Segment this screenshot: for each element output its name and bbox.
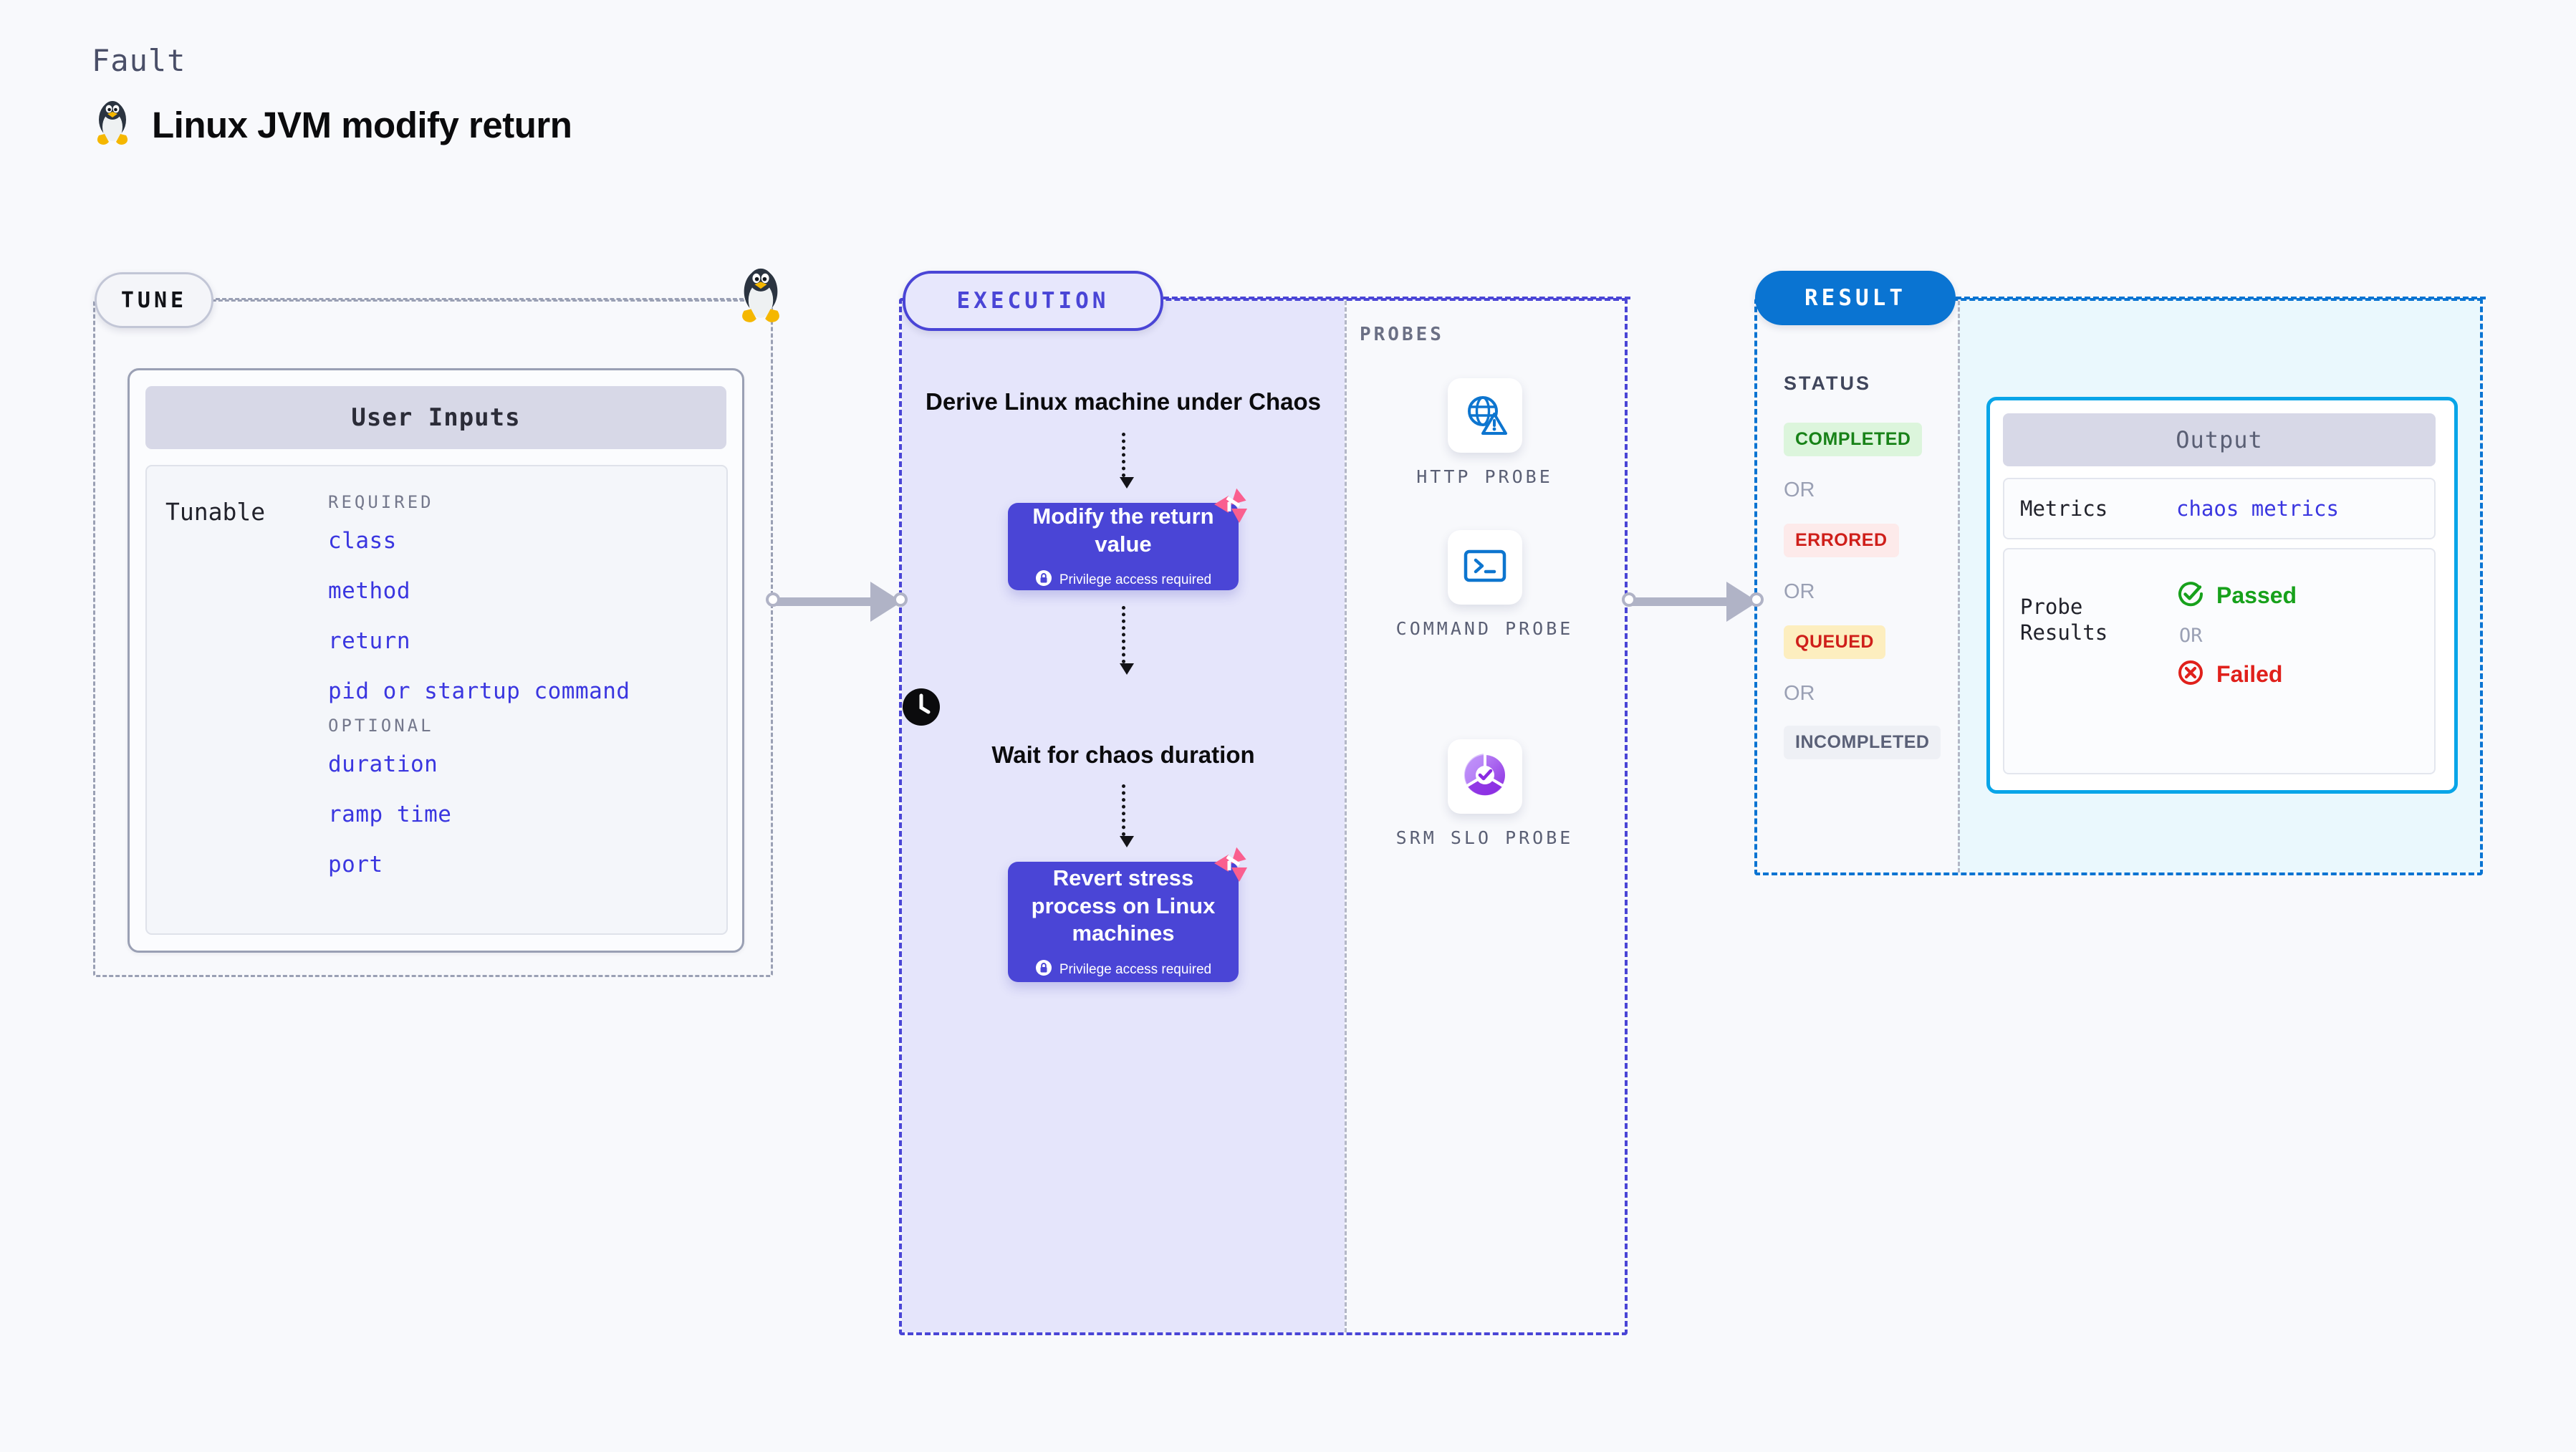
globe-warning-icon: [1463, 392, 1507, 440]
page-title: Linux JVM modify return: [152, 105, 572, 145]
probe-tile[interactable]: [1447, 530, 1522, 605]
execution-card-title-modify-return: Modify the return value: [1032, 503, 1214, 557]
litmus-chaos-icon: [1210, 486, 1251, 527]
probe-command[interactable]: COMMAND PROBE: [1345, 530, 1625, 641]
clock-icon: [902, 688, 1345, 730]
execution-card-title-revert-stress: Revert stress process on Linux machines: [1031, 865, 1216, 946]
status-panel-background: [1757, 301, 1958, 872]
privilege-note-modify-return: Privilege access required: [1059, 572, 1212, 587]
status-badge-errored: ERRORED: [1784, 524, 1899, 557]
metrics-value[interactable]: chaos metrics: [2176, 496, 2339, 521]
tunable-label: Tunable: [165, 498, 266, 526]
probe-result-or: OR: [2179, 625, 2203, 647]
probe-label-srm-slo: SRM SLO PROBE: [1395, 827, 1574, 848]
execution-step-wait-caption: Wait for chaos duration: [991, 741, 1255, 769]
metrics-row: Metrics chaos metrics: [2003, 478, 2436, 539]
probes-section-label: PROBES: [1360, 324, 1444, 345]
or-separator-3: OR: [1784, 682, 1815, 705]
connector-execution-to-result: [1620, 582, 1764, 622]
probe-result-failed-label: Failed: [2216, 661, 2283, 687]
tux-penguin-edge-icon: [734, 265, 787, 327]
output-card: Output Metrics chaos metrics Probe Resul…: [1986, 397, 2458, 794]
page-header: Fault Linux JVM modify return: [92, 43, 572, 152]
lock-icon: [1035, 569, 1052, 590]
tunable-panel: Tunable REQUIRED class method return pid…: [145, 465, 728, 935]
execution-step-derive-caption: Derive Linux machine under Chaos: [926, 388, 1321, 415]
status-badge-queued: QUEUED: [1784, 625, 1885, 659]
tunable-group-heading-optional: OPTIONAL: [328, 716, 434, 736]
connector-tune-to-execution: [764, 582, 908, 622]
probe-tile[interactable]: [1447, 378, 1522, 453]
probe-results-key: Probe Results: [2020, 595, 2108, 645]
probe-result-passed: Passed: [2176, 580, 2297, 612]
execution-action-card-modify-return[interactable]: Modify the return value Privilege access…: [1008, 489, 1247, 591]
probe-label-http: HTTP PROBE: [1416, 466, 1553, 487]
tunable-item-method[interactable]: method: [328, 578, 410, 604]
tune-top-dash: [209, 298, 769, 300]
or-separator-2: OR: [1784, 580, 1815, 603]
flow-arrow-1: [1120, 433, 1134, 489]
litmus-chaos-icon: [1210, 845, 1251, 886]
x-circle-icon: [2176, 658, 2205, 691]
lock-icon: [1035, 959, 1052, 980]
status-section-label: STATUS: [1784, 372, 1871, 394]
stage-badge-tune[interactable]: TUNE: [95, 272, 213, 328]
stage-badge-result[interactable]: RESULT: [1755, 271, 1956, 325]
flow-arrow-3: [1120, 784, 1134, 848]
tunable-item-class[interactable]: class: [328, 528, 397, 554]
probe-results-row: Probe Results Passed OR: [2003, 548, 2436, 774]
result-top-dash: [1956, 297, 2486, 299]
tune-stage-boundary: [93, 299, 773, 977]
check-circle-icon: [2176, 580, 2205, 612]
tunable-group-heading-required: REQUIRED: [328, 492, 434, 512]
probe-results-values: Passed OR Failed: [2176, 580, 2297, 691]
privilege-row: Privilege access required: [1035, 959, 1211, 980]
probe-result-failed: Failed: [2176, 658, 2297, 691]
probes-panel-background: [1345, 301, 1625, 1332]
tunable-list: REQUIRED class method return pid or star…: [328, 492, 715, 902]
or-separator-1: OR: [1784, 479, 1815, 501]
fault-kicker: Fault: [92, 43, 186, 78]
execution-top-dash: [1155, 297, 1630, 299]
probe-result-passed-label: Passed: [2216, 582, 2297, 608]
tux-penguin-icon: [92, 98, 133, 152]
probe-tile[interactable]: [1447, 739, 1522, 814]
fault-title-row: Linux JVM modify return: [92, 98, 572, 152]
execution-action-card-revert-stress[interactable]: Revert stress process on Linux machines …: [1008, 847, 1247, 983]
probe-label-command: COMMAND PROBE: [1395, 618, 1574, 639]
terminal-prompt-icon: [1463, 547, 1507, 588]
tunable-item-pid-or-startup-command[interactable]: pid or startup command: [328, 678, 630, 704]
tunable-item-return[interactable]: return: [328, 628, 410, 654]
user-inputs-title: User Inputs: [145, 386, 726, 449]
output-card-title: Output: [2003, 413, 2436, 466]
tunable-item-ramp-time[interactable]: ramp time: [328, 802, 452, 827]
stage-badge-execution[interactable]: EXECUTION: [903, 271, 1163, 331]
tunable-item-duration[interactable]: duration: [328, 751, 438, 777]
privilege-note-revert-stress: Privilege access required: [1059, 961, 1212, 977]
probe-http[interactable]: HTTP PROBE: [1345, 378, 1625, 489]
flow-arrow-2: [1120, 606, 1134, 675]
probe-srm-slo[interactable]: SRM SLO PROBE: [1345, 739, 1625, 850]
execution-step-wait: Wait for chaos duration: [902, 688, 1345, 770]
slo-donut-check-icon: [1461, 751, 1509, 802]
status-badge-incompleted: INCOMPLETED: [1784, 726, 1941, 759]
user-inputs-card: User Inputs Tunable REQUIRED class metho…: [128, 368, 744, 953]
tunable-item-port[interactable]: port: [328, 852, 383, 878]
metrics-key: Metrics: [2020, 496, 2108, 521]
execution-flow: Derive Linux machine under Chaos Modify …: [902, 387, 1345, 983]
privilege-row: Privilege access required: [1035, 569, 1211, 590]
execution-stage-boundary: [899, 298, 1628, 1335]
status-badge-completed: COMPLETED: [1784, 423, 1923, 456]
